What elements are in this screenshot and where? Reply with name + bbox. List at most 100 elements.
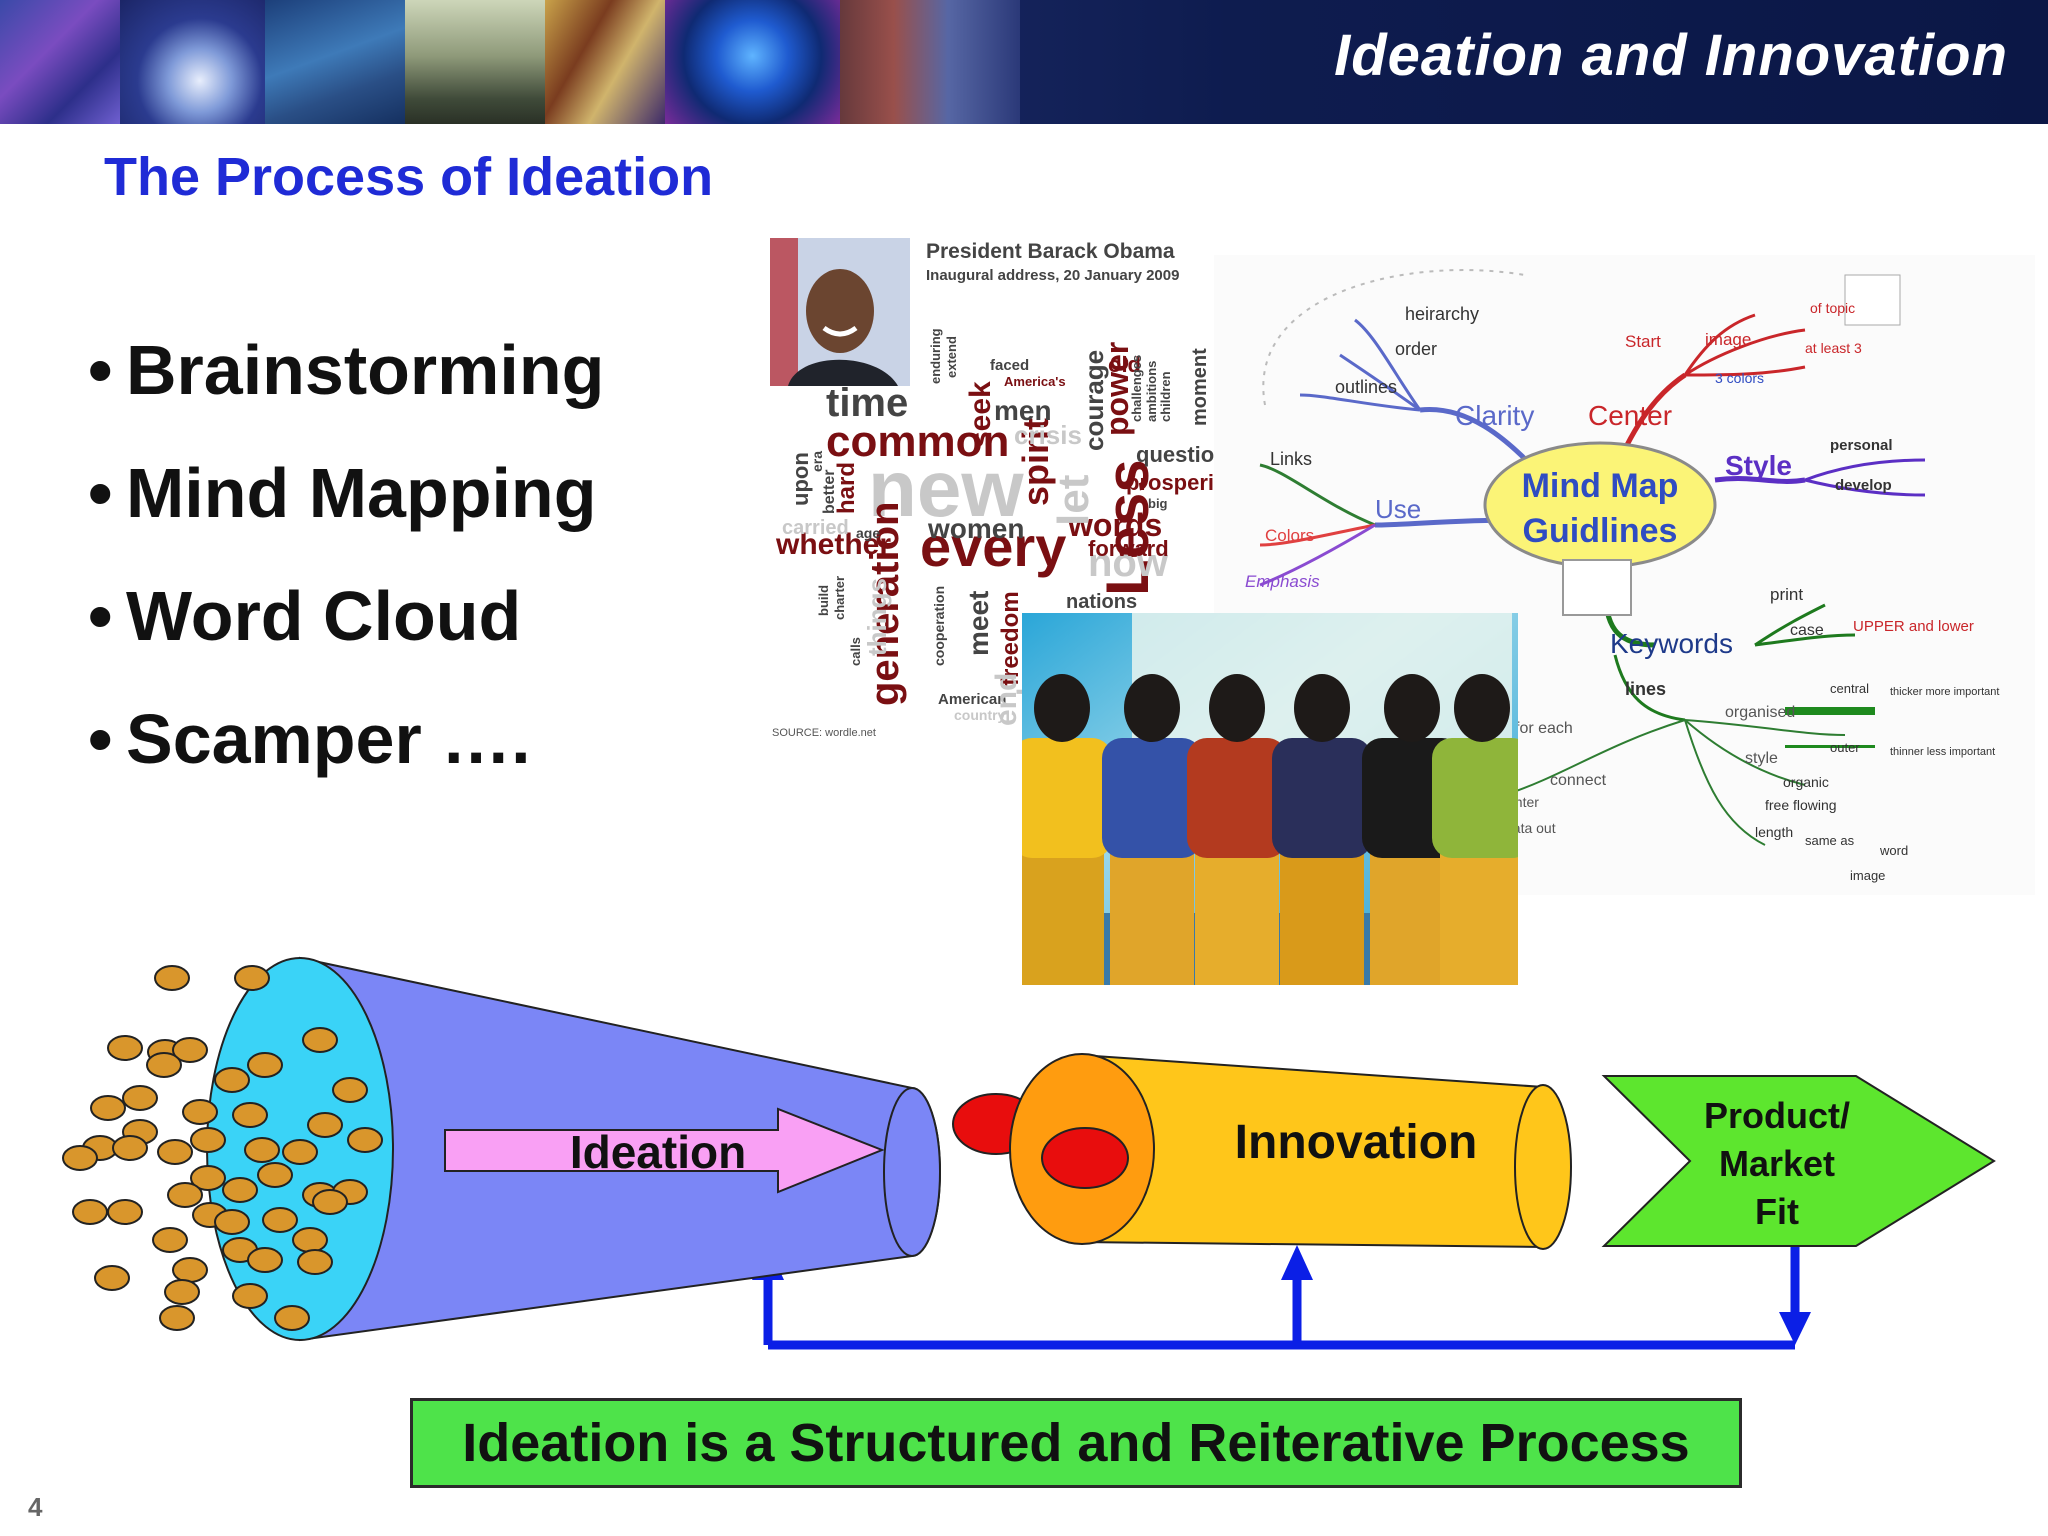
word-cloud-word: challenges (1129, 355, 1144, 422)
team-member-pants (1280, 853, 1364, 985)
mind-map-label: 3 colors (1715, 370, 1764, 386)
mind-map-label: organic (1783, 774, 1829, 790)
idea-seed (164, 1279, 200, 1305)
ideation-arrow (444, 1107, 885, 1194)
mind-map-branch (1754, 603, 1826, 647)
product-label-line1: Product/ (1704, 1095, 1850, 1136)
word-cloud-word: men (994, 395, 1052, 426)
arrow-head-icon (1281, 1245, 1313, 1280)
page-subtitle: The Process of Ideation (104, 147, 714, 207)
idea-output-dot (1041, 1127, 1129, 1189)
idea-seed (282, 1139, 318, 1165)
mind-map-label: UPPER and lower (1853, 618, 1974, 635)
idea-seed (122, 1085, 158, 1111)
mind-map-label: Style (1725, 450, 1792, 481)
word-cloud-word: upon (788, 452, 813, 506)
team-member-shirt (1187, 738, 1287, 858)
idea-seed (107, 1035, 143, 1061)
word-cloud-word: country (954, 707, 1006, 723)
idea-seed (232, 1283, 268, 1309)
mind-map-label: of topic (1810, 300, 1855, 316)
word-cloud-word: courage (1079, 350, 1109, 451)
word-cloud-caption-sub: Inaugural address, 20 January 2009 (926, 267, 1179, 284)
word-cloud-word: moment (1189, 348, 1211, 426)
idea-seed (222, 1177, 258, 1203)
bullet-glyph: • (88, 577, 113, 655)
word-cloud-word: whether (775, 528, 891, 561)
word-cloud-caption-title: President Barack Obama (926, 240, 1175, 263)
word-cloud-word: new (868, 444, 1024, 533)
mind-map-label: thinner less important (1890, 746, 1995, 758)
word-cloud-word: generation (863, 502, 907, 706)
word-cloud-word: power (1099, 342, 1135, 436)
word-cloud-word: big (1148, 496, 1168, 511)
team-member (1102, 674, 1202, 985)
mind-map-branch (1299, 393, 1421, 412)
word-cloud-word: era (809, 451, 825, 472)
product-label-line2: Market (1719, 1143, 1835, 1184)
team-member-head (1034, 674, 1090, 742)
mind-map-label: organised (1725, 704, 1795, 721)
word-cloud-words: timecommonneweverygenerationwhetherspiri… (775, 328, 1214, 726)
word-cloud-word: freedom (997, 591, 1024, 686)
innovation-label: Innovation (1235, 1116, 1478, 1169)
mind-map-label: Links (1270, 449, 1312, 469)
product-label-line3: Fit (1755, 1191, 1799, 1232)
tagline-box: Ideation is a Structured and Reiterative… (410, 1398, 1742, 1488)
word-cloud-word: Less (1094, 459, 1161, 596)
header-photo-tile (665, 0, 840, 124)
word-cloud-word: time (826, 381, 908, 425)
mind-map-branch (1683, 313, 1756, 376)
mind-map-label: Start (1625, 332, 1661, 351)
idea-seed (157, 1139, 193, 1165)
mind-map-label: heirarchy (1405, 304, 1479, 324)
word-cloud-word: prosperity (1126, 470, 1214, 495)
idea-seed (297, 1249, 333, 1275)
idea-seed (90, 1095, 126, 1121)
idea-seed (302, 1027, 338, 1053)
mind-map-label: word (1879, 843, 1908, 858)
word-cloud-word: meet (963, 591, 994, 656)
word-cloud-word: build (816, 585, 831, 616)
word-cloud-source: SOURCE: wordle.net (772, 727, 876, 739)
team-member (1272, 674, 1372, 985)
idea-seed (232, 1102, 268, 1128)
word-cloud-word: carried (782, 517, 849, 539)
funnel-spout (883, 1087, 941, 1257)
idea-seed (172, 1257, 208, 1283)
mind-map-branch (1714, 476, 1806, 484)
mind-map-label: Clarity (1455, 400, 1534, 431)
idea-seed (159, 1305, 195, 1331)
word-cloud-word: hard (833, 462, 860, 514)
ideation-label: Ideation (570, 1126, 746, 1178)
team-member-head (1124, 674, 1180, 742)
idea-seed (234, 965, 270, 991)
mind-map-branch (1613, 654, 1686, 722)
idea-seed (146, 1052, 182, 1078)
mind-map-label: case (1790, 622, 1824, 639)
header-photo-strip (0, 0, 1020, 124)
mind-map-label: length (1755, 824, 1793, 840)
bullet-item: •Scamper …. (88, 699, 604, 822)
mind-map-label: style (1745, 750, 1778, 767)
mind-map-label: develop (1835, 477, 1892, 494)
mind-map-label: print (1770, 585, 1803, 604)
mind-map-branch (1684, 719, 1806, 786)
product-market-fit-arrow (1601, 1075, 1996, 1247)
bullet-item: •Word Cloud (88, 576, 604, 699)
team-member-shirt (1432, 738, 1518, 858)
mind-map-label: outer (1830, 740, 1860, 755)
idea-seed (312, 1189, 348, 1215)
word-cloud-word: old (1108, 352, 1141, 377)
word-cloud-word: better (821, 470, 838, 514)
team-member (1187, 674, 1287, 985)
idea-seed (72, 1199, 108, 1225)
mind-map-label: image (1705, 330, 1751, 349)
word-cloud-word: crisis (1014, 420, 1082, 450)
word-cloud-word: end (990, 673, 1023, 726)
portrait-smile (822, 325, 858, 337)
idea-seed (190, 1165, 226, 1191)
team-member-shirt (1022, 738, 1112, 858)
word-cloud-word: now (1088, 541, 1169, 585)
